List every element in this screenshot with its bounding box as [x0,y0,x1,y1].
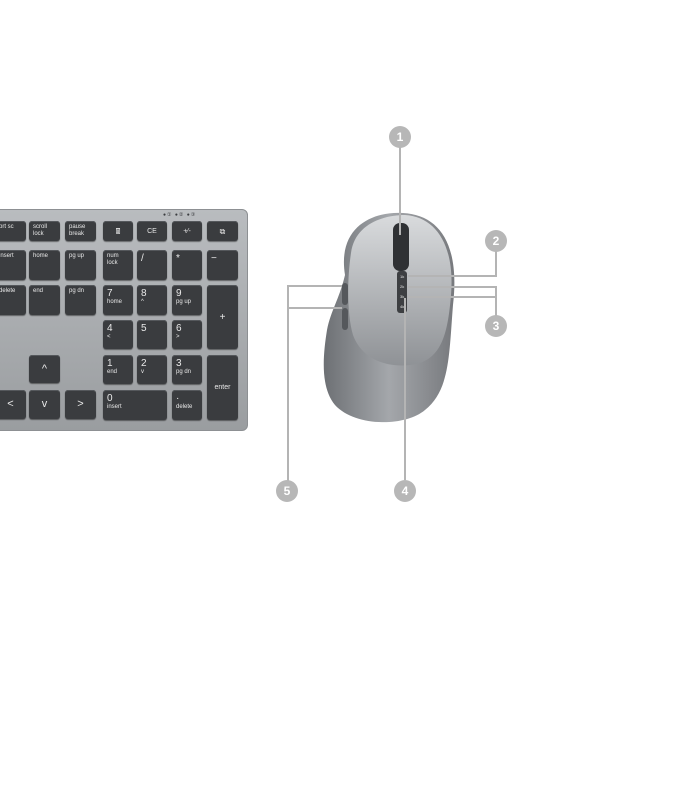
key-home: home [29,250,60,280]
side-button-back [342,308,348,330]
key-numpad-3-label: 3 [176,358,182,369]
key-numpad-plus: + [207,285,238,349]
callout-badge-3: 3 [485,315,507,337]
key-scroll-lock: scroll lock [29,221,60,241]
up-arrow-icon: ^ [141,299,144,305]
key-numpad-1-label: 1 [107,358,113,369]
key-delete: delete [0,285,26,315]
key-arrow-up: ^ [29,355,60,383]
key-arrow-right: > [65,390,96,419]
key-numpad-7-label: 7 [107,288,113,299]
key-calculator: 🖩 [103,221,133,241]
side-button-forward [342,283,348,305]
key-numpad-2-label: 2 [141,358,147,369]
key-numpad-9-label: 9 [176,288,182,299]
dpi-label-2: 2k [400,284,405,289]
key-numpad-6-label: 6 [176,323,182,334]
key-minus: − [207,250,238,280]
callout-badge-2: 2 [485,230,507,252]
key-print-screen: prt sc [0,221,26,241]
dpi-label-1: 1k [400,274,405,279]
right-arrow-icon: > [176,334,180,340]
callout-line-5-top [287,285,342,287]
key-mute: ⧉ [207,221,238,241]
key-numpad-0-label: 0 [107,393,113,404]
key-num-lock: num lock [103,250,133,280]
key-divide: / [137,250,167,280]
key-page-up: pg up [65,250,96,280]
left-arrow-icon: < [107,334,111,340]
key-numpad-8: 8^ [137,285,167,315]
key-plus-minus: +⁄- [172,221,202,241]
callout-line-1 [399,147,401,235]
callout-badge-4: 4 [394,480,416,502]
callout-line-2-horizontal [408,275,497,277]
key-numpad-dot-label: · [176,393,180,404]
callout-badge-5: 5 [276,480,298,502]
down-arrow-icon: v [141,369,144,375]
key-pause-break: pause break [65,221,96,241]
dpi-label-4: 4k [400,304,405,309]
key-numpad-4-label: 4 [107,323,113,334]
key-numpad-dot: ·delete [172,390,202,420]
key-numpad-8-label: 8 [141,288,147,299]
key-insert: insert [0,250,26,280]
callout-line-3-b [408,296,497,298]
key-numpad-6: 6> [172,320,202,349]
key-arrow-down: v [29,390,60,419]
key-numpad-4: 4< [103,320,133,349]
key-numpad-5: 5 [137,320,167,349]
key-numpad-7-sub: home [107,299,123,305]
key-numpad-3-sub: pg dn [176,369,192,375]
dpi-label-3: 3k [400,294,405,299]
key-numpad-1-sub: end [107,369,118,375]
callout-badge-1: 1 [389,126,411,148]
key-numpad-enter: enter [207,355,238,420]
callout-line-3-a [408,286,497,288]
key-numpad-0-sub: insert [107,404,122,410]
key-numpad-9-sub: pg up [176,299,192,305]
status-leds: ●① ●② ●③ [163,212,197,218]
callout-line-5-vertical [287,285,289,481]
callout-line-4 [404,298,406,480]
key-multiply: * [172,250,202,280]
scroll-wheel [393,223,409,271]
key-page-down: pg dn [65,285,96,315]
key-end: end [29,285,60,315]
callout-line-3-vertical [495,286,497,316]
keyboard: ●① ●② ●③ prt sc scroll lock pause break … [0,209,248,431]
key-numpad-dot-sub: delete [176,404,193,410]
callout-line-5-bottom [287,307,342,309]
key-ce: CE [137,221,167,241]
mouse [323,212,455,423]
callout-line-2-vertical [495,251,497,276]
key-arrow-left: < [0,390,26,419]
